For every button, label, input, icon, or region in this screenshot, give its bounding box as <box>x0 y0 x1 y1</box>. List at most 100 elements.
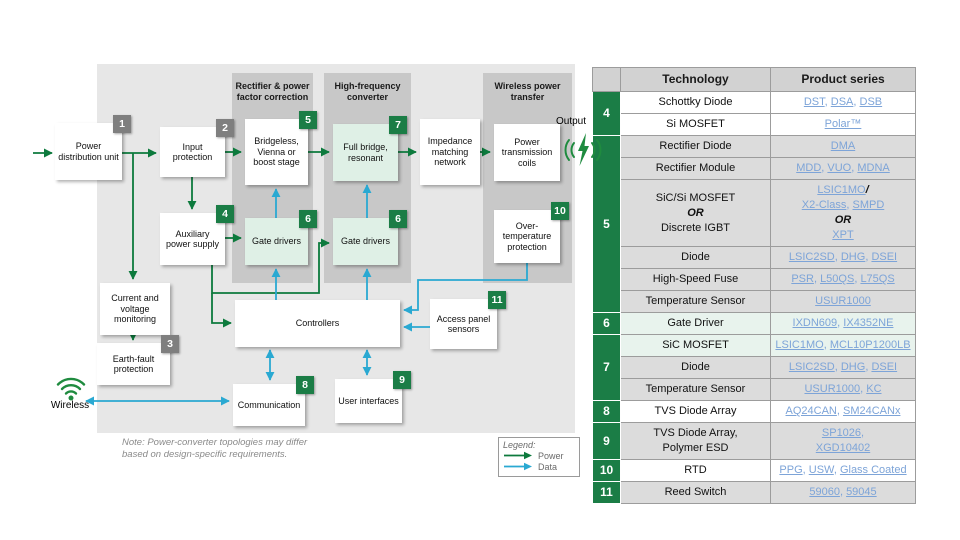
technology-text: Diode <box>681 251 710 263</box>
product-series-cell: 59060, 59045 <box>770 481 916 504</box>
step-badge: 2 <box>216 119 234 137</box>
product-link[interactable]: USUR1000 <box>804 383 861 395</box>
product-series-cell: DMA <box>770 135 916 158</box>
product-link[interactable]: DSB <box>859 96 883 108</box>
technology-text: SiC MOSFET <box>662 339 729 351</box>
box-label: User interfaces <box>338 395 399 406</box>
box-auxiliary-power-supply: Auxiliary power supply 4 <box>160 205 234 265</box>
product-line: LSIC2SD, DHG, DSEI <box>774 250 912 265</box>
legend-data-label: Data <box>538 461 558 472</box>
product-link[interactable]: MCL10P1200LB <box>829 339 911 351</box>
product-link[interactable]: 59045 <box>846 486 877 498</box>
technology-cell: RTD <box>620 459 771 482</box>
product-link[interactable]: Glass Coated <box>839 464 907 476</box>
product-link[interactable]: KC <box>866 383 882 395</box>
technology-cell: Rectifier Module <box>620 157 771 180</box>
product-link[interactable]: PSR <box>791 273 814 285</box>
product-link[interactable]: LSIC2SD <box>788 361 835 373</box>
product-link[interactable]: DHG <box>840 251 866 263</box>
product-link[interactable]: SMPD <box>852 199 885 211</box>
technology-cell: Diode <box>620 246 771 269</box>
product-link[interactable]: AQ24CAN <box>785 405 837 417</box>
product-link[interactable]: XGD10402 <box>815 442 871 454</box>
technology-text: Rectifier Module <box>655 162 736 174</box>
box-gate-drivers-hf: Gate drivers 6 <box>333 210 407 265</box>
separator-text: , <box>837 317 844 329</box>
product-link[interactable]: 59060 <box>809 486 840 498</box>
product-series-cell: SP1026,XGD10402 <box>770 422 916 460</box>
product-link[interactable]: MDNA <box>857 162 890 174</box>
step-badge: 4 <box>216 205 234 223</box>
product-link[interactable]: Polar™ <box>824 118 862 130</box>
technology-cell: High-Speed Fuse <box>620 268 771 291</box>
separator-text: , <box>824 96 831 108</box>
product-series-cell: MDD, VUO, MDNA <box>770 157 916 180</box>
product-link[interactable]: DSEI <box>871 361 898 373</box>
product-line: LSIC1MO/ <box>774 183 912 198</box>
product-line: DMA <box>774 139 912 154</box>
product-line: PSR, L50QS, L75QS <box>774 272 912 287</box>
product-link[interactable]: LSIC2SD <box>788 251 835 263</box>
product-link[interactable]: LSIC1MO <box>817 184 866 196</box>
legend: Legend: Power Data <box>498 437 580 477</box>
product-line: OR <box>774 213 912 228</box>
data-arrow-icon <box>504 462 532 471</box>
product-link[interactable]: IXDN609 <box>792 317 838 329</box>
product-link[interactable]: USW <box>808 464 834 476</box>
product-link[interactable]: XPT <box>832 229 854 241</box>
technology-cell: Gate Driver <box>620 312 771 335</box>
product-link[interactable]: SM24CANx <box>843 405 901 417</box>
product-link[interactable]: IX4352NE <box>843 317 894 329</box>
product-link[interactable]: L50QS <box>820 273 855 285</box>
product-series-cell: PSR, L50QS, L75QS <box>770 268 916 291</box>
product-line: XPT <box>774 228 912 243</box>
separator-text: , <box>861 427 865 439</box>
product-link[interactable]: VUO <box>827 162 852 174</box>
product-link[interactable]: X2-Class <box>801 199 847 211</box>
separator-text: , <box>802 464 809 476</box>
group-number-cell: 7 <box>592 334 621 401</box>
technology-cell: Reed Switch <box>620 481 771 504</box>
product-line: MDD, VUO, MDNA <box>774 161 912 176</box>
product-link[interactable]: DSA <box>830 96 854 108</box>
product-series-cell: Polar™ <box>770 113 916 136</box>
separator-text: , <box>823 339 830 351</box>
product-link[interactable]: USUR1000 <box>815 295 871 307</box>
step-badge: 10 <box>551 202 569 220</box>
product-link[interactable]: MDD <box>796 162 822 174</box>
product-link[interactable]: DSEI <box>871 251 898 263</box>
product-line: Polar™ <box>774 117 912 132</box>
separator-text: , <box>839 486 847 498</box>
product-link[interactable]: DMA <box>830 140 856 152</box>
product-link[interactable]: L75QS <box>860 273 895 285</box>
technology-text: TVS Diode Array, <box>653 427 738 439</box>
note-line: based on design-specific requirements. <box>122 449 288 460</box>
group-number-cell: 9 <box>592 422 621 460</box>
product-line: PPG, USW, Glass Coated <box>774 463 912 478</box>
product-link[interactable]: LSIC1MO <box>775 339 824 351</box>
container-label: High-frequency converter <box>334 81 401 102</box>
technology-cell: Temperature Sensor <box>620 378 771 401</box>
technology-cell: Diode <box>620 356 771 379</box>
step-badge: 6 <box>389 210 407 228</box>
step-badge: 6 <box>299 210 317 228</box>
product-link[interactable]: DHG <box>840 361 866 373</box>
box-label: Power distribution unit <box>58 141 119 162</box>
product-link[interactable]: DST <box>803 96 825 108</box>
product-line: AQ24CAN, SM24CANx <box>774 404 912 419</box>
group-number-cell: 6 <box>592 312 621 335</box>
box-label: Input protection <box>172 141 213 163</box>
product-link[interactable]: PPG <box>779 464 803 476</box>
separator-text: , <box>860 383 867 395</box>
table-row: High-Speed Fuse PSR, L50QS, L75QS <box>593 268 916 291</box>
technology-text: High-Speed Fuse <box>652 273 739 285</box>
product-link[interactable]: SP1026 <box>821 427 862 439</box>
box-impedance-matching-network: Impedance matching network <box>420 119 480 185</box>
product-line: SP1026, <box>774 426 912 441</box>
legend-power-row: Power <box>503 450 575 461</box>
